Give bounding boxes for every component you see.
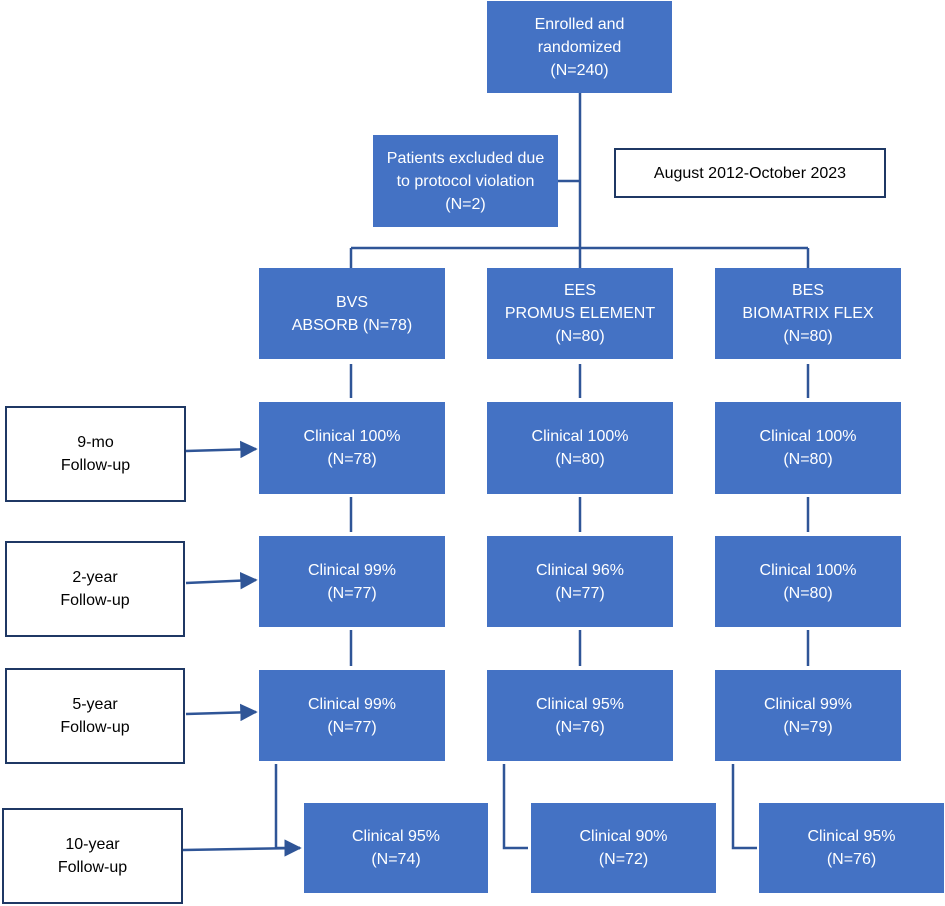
followup-line-1: 5-year [72,696,118,713]
result-box-5year-bes: Clinical 99% (N=79) [715,670,901,761]
result-box-2year-ees: Clinical 96% (N=77) [487,536,673,627]
result-count: (N=77) [327,584,377,602]
result-count: (N=74) [371,851,421,868]
followup-label-10year: 10-year Follow-up [2,808,183,904]
enrolled-line-1: Enrolled and [534,15,625,33]
arm-label-line-2: PROMUS ELEMENT [504,305,656,322]
arrow-followup-10year [182,846,301,852]
arm-label-line-3: (N=80) [783,328,833,345]
arrow-followup-2year [185,571,258,590]
result-count: (N=80) [783,451,833,468]
enrolled-box: Enrolled and randomized (N=240) [487,1,672,93]
connector-bvs-4 [274,764,302,857]
result-count: (N=77) [327,718,377,736]
arrow-followup-9mo [185,440,258,459]
arm-label-line-1: BVS [335,293,368,311]
result-box-9mo-bvs: Clinical 100% (N=78) [259,402,445,494]
result-percent: Clinical 95% [535,695,625,713]
result-count: (N=80) [783,584,833,602]
followup-label-2year: 2-year Follow-up [5,541,185,637]
result-box-10year-bvs: Clinical 95% (N=74) [304,803,488,893]
result-percent: Clinical 100% [759,561,857,579]
result-percent: Clinical 90% [579,828,668,845]
arm-label-line-3: (N=80) [555,328,605,345]
result-box-10year-ees: Clinical 90% (N=72) [531,803,716,893]
result-count: (N=77) [555,584,605,602]
result-percent: Clinical 99% [307,695,397,713]
followup-line-1: 2-year [72,569,118,586]
result-count: (N=76) [826,851,877,868]
result-count: (N=72) [598,851,649,868]
result-box-5year-ees: Clinical 95% (N=76) [487,670,673,761]
result-count: (N=76) [555,718,605,736]
result-count: (N=78) [327,451,377,468]
arm-label-line-1: BES [791,282,824,299]
date-range-label: August 2012-October 2023 [653,164,847,182]
excluded-line-1: Patients excluded due [386,149,545,167]
result-percent: Clinical 99% [307,561,397,579]
enrolled-line-2: randomized [537,38,622,56]
followup-line-1: 9-mo [77,434,114,451]
connector-bes-4 [731,764,757,850]
result-percent: Clinical 95% [351,828,441,845]
enrolled-line-3: (N=240) [550,61,609,79]
result-percent: Clinical 100% [303,428,401,445]
followup-line-2: Follow-up [60,457,131,474]
arm-label-line-1: EES [563,282,596,299]
result-count: (N=79) [783,718,833,736]
excluded-box: Patients excluded due to protocol violat… [373,135,558,227]
result-box-9mo-ees: Clinical 100% (N=80) [487,402,673,494]
excluded-line-3: (N=2) [445,195,486,213]
followup-line-1: 10-year [65,836,120,853]
arm-box-bvs: BVS ABSORB (N=78) [259,268,445,359]
followup-line-2: Follow-up [60,592,130,609]
arm-label-line-2: BIOMATRIX FLEX [742,305,874,322]
result-box-5year-bvs: Clinical 99% (N=77) [259,670,445,761]
result-percent: Clinical 95% [807,828,896,845]
excluded-line-2: to protocol violation [396,172,535,190]
result-box-10year-bes: Clinical 95% (N=76) [759,803,944,893]
result-percent: Clinical 96% [535,561,625,579]
result-percent: Clinical 100% [759,428,857,445]
result-box-9mo-bes: Clinical 100% (N=80) [715,402,901,494]
connector-ees-4 [502,764,528,850]
result-percent: Clinical 100% [531,428,629,445]
arrow-followup-5year [185,703,258,722]
followup-line-2: Follow-up [57,859,128,876]
followup-label-9mo: 9-mo Follow-up [5,406,186,502]
arm-box-bes: BES BIOMATRIX FLEX (N=80) [715,268,901,359]
result-count: (N=80) [555,451,605,468]
arm-box-ees: EES PROMUS ELEMENT (N=80) [487,268,673,359]
date-range-box: August 2012-October 2023 [614,148,886,198]
followup-line-2: Follow-up [60,719,130,736]
arm-label-line-2: ABSORB (N=78) [291,316,413,334]
result-box-2year-bvs: Clinical 99% (N=77) [259,536,445,627]
followup-label-5year: 5-year Follow-up [5,668,185,764]
result-percent: Clinical 99% [763,695,853,713]
result-box-2year-bes: Clinical 100% (N=80) [715,536,901,627]
